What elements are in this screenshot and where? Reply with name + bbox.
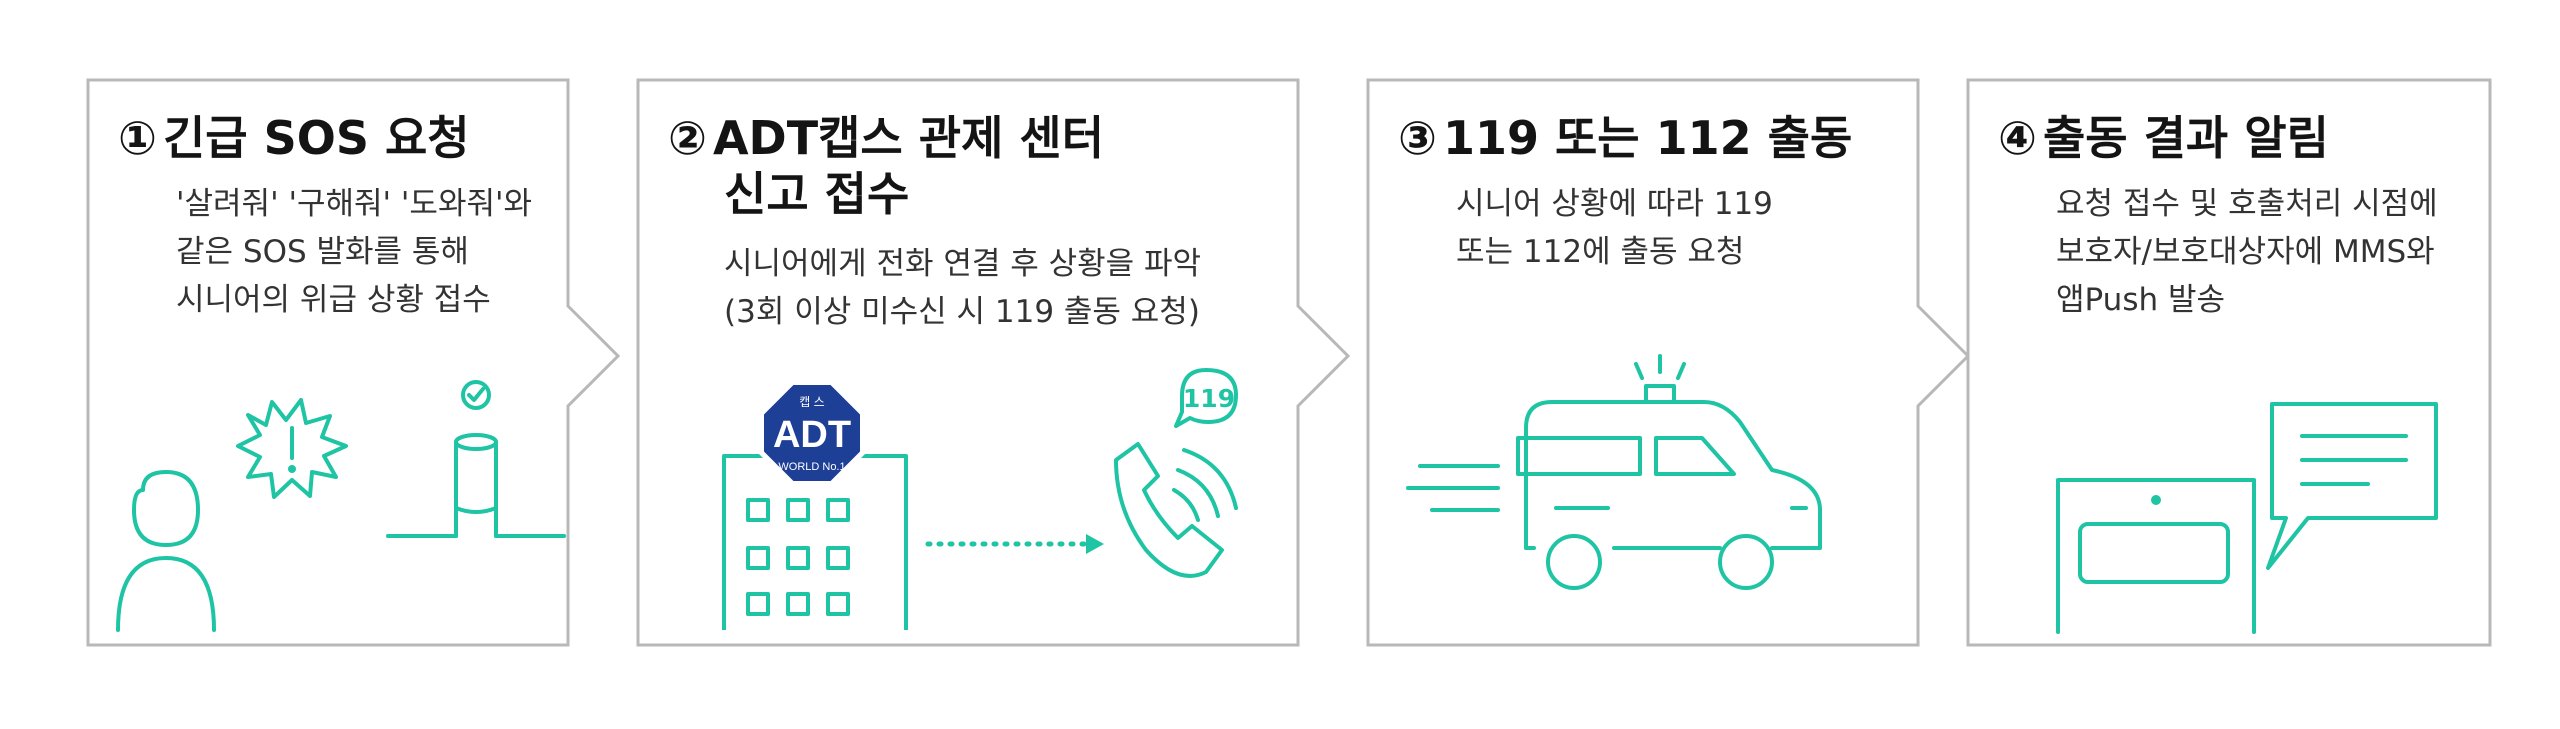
step-4-description: 요청 접수 및 호출처리 시점에 보호자/보호대상자에 MMS와 앱Push 발… — [2056, 180, 2438, 324]
step-1-desc-line: 같은 SOS 발화를 통해 — [176, 234, 469, 270]
smart-speaker-check-icon — [388, 382, 564, 536]
badge-bottom-text: WORLD No.1 — [778, 461, 845, 473]
step-4-desc-line: 앱Push 발송 — [2056, 282, 2226, 318]
step-1-desc-line: '살려줘' '구해줘' '도와줘'와 — [176, 186, 533, 222]
step-1-desc-line: 시니어의 위급 상황 접수 — [176, 282, 491, 318]
step-4-frame — [1966, 78, 2492, 647]
step-2-desc-line: 시니어에게 전화 연결 후 상황을 파악 — [724, 246, 1202, 282]
phone-call-icon: 119 — [1116, 370, 1236, 576]
message-bubble-icon — [2268, 404, 2436, 568]
step-3-number: ③ — [1398, 111, 1437, 165]
step-3-illustration — [1368, 80, 1968, 645]
step-3-desc-line: 시니어 상황에 따라 119 — [1456, 186, 1773, 222]
device-icon — [2058, 480, 2254, 632]
step-2-number: ② — [668, 111, 707, 165]
step-2-desc-line: (3회 이상 미수신 시 119 출동 요청) — [724, 294, 1200, 330]
step-4-desc-line: 요청 접수 및 호출처리 시점에 — [2056, 186, 2438, 222]
step-3-desc-line: 또는 112에 출동 요청 — [1456, 234, 1745, 270]
step-3-description: 시니어 상황에 따라 119 또는 112에 출동 요청 — [1456, 180, 1773, 276]
step-3-title-text: 119 또는 112 출동 — [1442, 111, 1853, 165]
step-4-title-text: 출동 결과 알림 — [2042, 111, 2329, 165]
step-1-description: '살려줘' '구해줘' '도와줘'와 같은 SOS 발화를 통해 시니어의 위급… — [176, 180, 532, 324]
step-1-frame — [86, 78, 621, 647]
step-4-desc-line: 보호자/보호대상자에 MMS와 — [2056, 234, 2435, 270]
step-2-title-line2: 신고 접수 — [724, 167, 910, 221]
badge-logo-text: ADT — [773, 414, 851, 456]
adt-badge-icon: 캡 스 ADT WORLD No.1 — [759, 380, 865, 486]
bubble-119-text: 119 — [1183, 384, 1235, 413]
badge-top-text: 캡 스 — [799, 395, 824, 409]
step-1-number: ① — [118, 111, 157, 165]
ambulance-icon — [1408, 356, 1820, 588]
step-2-description: 시니어에게 전화 연결 후 상황을 파악 (3회 이상 미수신 시 119 출동… — [724, 240, 1201, 336]
person-icon — [118, 472, 214, 630]
step-2-title-line1: ADT캡스 관제 센터 — [712, 111, 1105, 165]
step-2-illustration: 캡 스 ADT WORLD No.1 119 — [638, 80, 1348, 645]
alert-burst-icon — [238, 400, 346, 497]
step-4-illustration — [1968, 80, 2490, 645]
step-1-illustration — [88, 80, 618, 645]
dotted-arrow-icon — [928, 534, 1104, 554]
step-2-frame — [636, 78, 1351, 647]
step-4-number: ④ — [1998, 111, 2037, 165]
step-1-title-text: 긴급 SOS 요청 — [162, 111, 470, 165]
